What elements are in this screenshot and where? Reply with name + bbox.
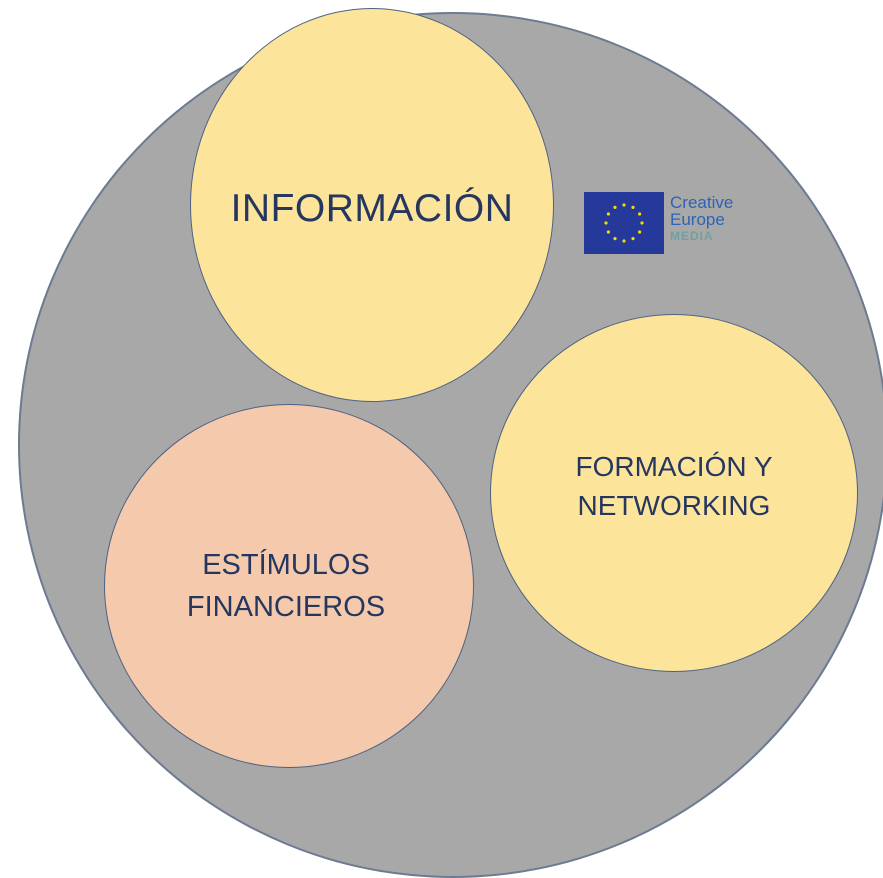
bubble-estimulos-financieros: ESTÍMULOS FINANCIEROS <box>104 404 474 768</box>
logo-creative-text: Creative <box>670 193 734 212</box>
bubble-estimulos-line2: FINANCIEROS <box>186 591 386 623</box>
logo-media-text: MEDIA <box>670 229 714 243</box>
creative-europe-media-logo: Creative Europe MEDIA <box>584 192 733 254</box>
bubble-formacion-line2: NETWORKING <box>577 490 771 521</box>
eu-flag-icon <box>584 192 664 254</box>
eu-star <box>613 205 617 210</box>
bubble-formacion-networking: FORMACIÓN Y NETWORKING <box>490 314 858 672</box>
eu-star <box>640 221 644 225</box>
logo-europe-text: Europe <box>670 210 725 229</box>
logo-wordmark: Creative Europe MEDIA <box>670 194 733 242</box>
bubble-informacion-label: INFORMACIÓN <box>230 187 514 230</box>
eu-star <box>622 203 626 207</box>
eu-star <box>606 212 611 216</box>
bubble-informacion: INFORMACIÓN <box>190 8 554 402</box>
bubble-formacion-line1: FORMACIÓN Y <box>575 450 773 482</box>
eu-star <box>613 236 617 241</box>
eu-star <box>637 212 642 216</box>
eu-star <box>631 205 635 210</box>
bubble-estimulos-line1: ESTÍMULOS <box>202 548 370 581</box>
eu-star <box>637 230 642 234</box>
eu-star <box>622 239 626 243</box>
eu-star <box>604 221 608 225</box>
eu-star <box>606 230 611 234</box>
eu-star <box>631 236 635 241</box>
